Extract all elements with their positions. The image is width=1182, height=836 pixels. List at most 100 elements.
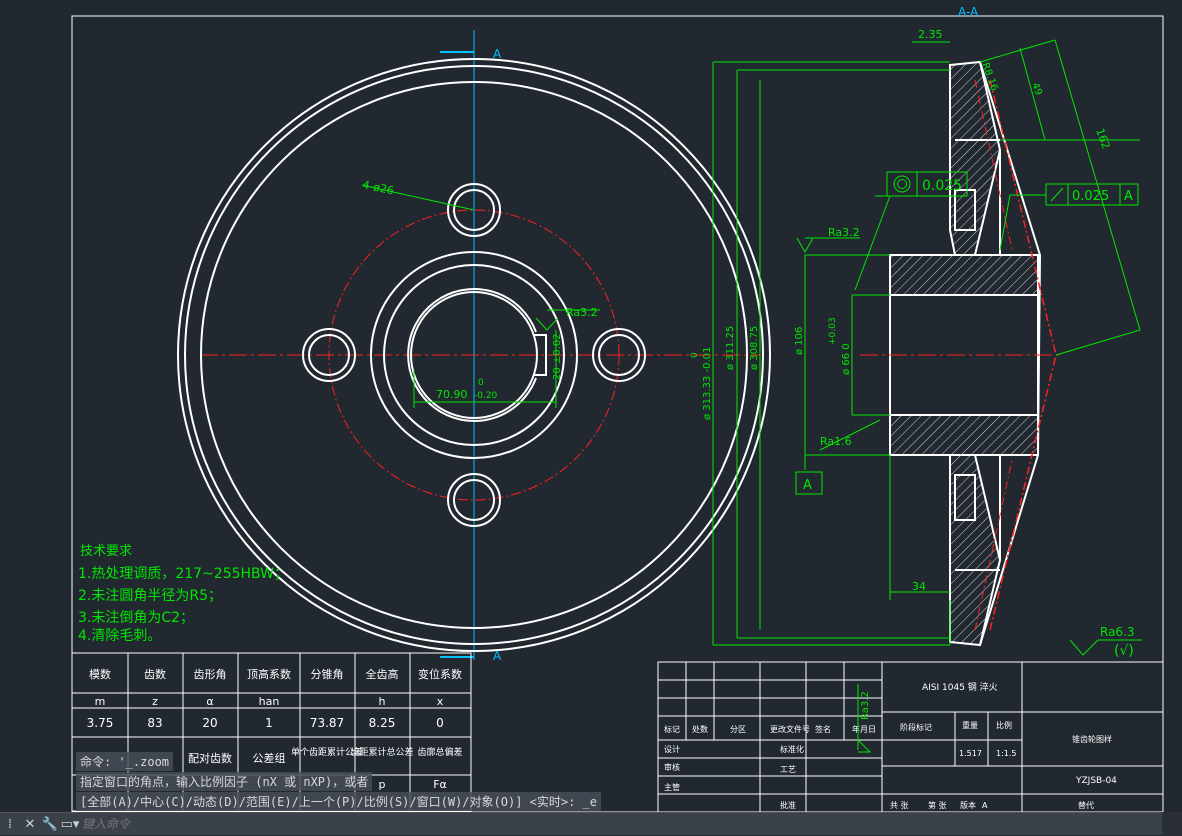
svg-text:模数: 模数 [89, 668, 111, 681]
axis-label-top: A [493, 47, 502, 61]
title-block [657, 661, 1164, 813]
grip-icon[interactable]: ⁞ [7, 816, 13, 832]
dim-d2: ø 311.25 [725, 326, 736, 370]
tech-item-4: 4.清除毛刺。 [78, 628, 161, 644]
svg-text:设计: 设计 [664, 744, 680, 754]
material: AISI 1045 钢 淬火 [922, 681, 998, 693]
svg-text:审核: 审核 [664, 762, 680, 772]
roughness-2: Ra3.2 [828, 226, 860, 239]
svg-text:p: p [379, 778, 386, 791]
section-label: A-A [958, 5, 979, 19]
command-history-2: 指定窗口的角点，输入比例因子 (nX 或 nXP)，或者 [76, 772, 373, 791]
command-bar: ⁞ ✕ 🔧 ▭▾ [0, 812, 1162, 835]
status-strip [1162, 812, 1182, 836]
tech-item-1: 1.热处理调质，217~255HBW； [78, 566, 288, 582]
svg-text:顶高系数: 顶高系数 [247, 667, 291, 681]
svg-text:变位系数: 变位系数 [418, 667, 462, 681]
dim-34: 34 [912, 580, 926, 593]
roughness-1: Ra3.2 [566, 306, 598, 319]
dim-key-tol0: 0 [478, 378, 484, 388]
drawing-number: YZJSB-04 [1075, 776, 1117, 786]
svg-text:全齿高: 全齿高 [366, 667, 399, 681]
part-name: 锥齿轮图样 [1072, 734, 1112, 744]
svg-text:h: h [379, 695, 386, 708]
datum-label: A [803, 478, 812, 493]
svg-text:齿距累计总公差: 齿距累计总公差 [350, 746, 413, 758]
svg-text:单个齿距累计公差: 单个齿距累计公差 [291, 746, 363, 758]
svg-text:工艺: 工艺 [780, 765, 796, 774]
title-roughness: Ra3.2 [857, 684, 872, 753]
svg-text:阶段标记: 阶段标记 [900, 722, 932, 732]
svg-text:Fα: Fα [433, 778, 447, 791]
tol1-value: 0.025 [922, 178, 962, 194]
roughness-check-icon: (√) [1114, 643, 1134, 659]
svg-text:年月日: 年月日 [852, 724, 876, 734]
svg-text:第 张: 第 张 [928, 800, 947, 810]
svg-text:8.25: 8.25 [369, 716, 396, 730]
command-prompt-icon[interactable]: ▭▾ [60, 816, 80, 832]
svg-text:分锥角: 分锥角 [311, 668, 344, 681]
tech-item-2: 2.未注圆角半径为R5； [78, 588, 222, 604]
wrench-icon[interactable]: 🔧 [41, 816, 59, 832]
dim-d1: ø 313.33 -0.01 [702, 347, 713, 420]
svg-text:1:1.5: 1:1.5 [996, 749, 1017, 758]
axis-label-bottom: A [493, 649, 502, 663]
dim-key-depth: 70.90 [436, 388, 468, 401]
title-block-text: AISI 1045 钢 淬火 标记 处数 分区 更改文件号 签名 年月日 设计 … [664, 681, 1117, 810]
svg-text:1.517: 1.517 [959, 749, 982, 758]
svg-text:han: han [259, 695, 280, 708]
svg-text:z: z [152, 695, 158, 708]
tech-title: 技术要求 [80, 544, 132, 559]
svg-text:x: x [437, 695, 444, 708]
dim-key-tol: -0.20 [474, 391, 498, 401]
section-view [860, 60, 1060, 647]
svg-text:83: 83 [147, 716, 162, 730]
svg-text:0: 0 [436, 716, 444, 730]
command-history-3: [全部(A)/中心(C)/动态(D)/范围(E)/上一个(P)/比例(S)/窗口… [76, 792, 601, 811]
svg-text:分区: 分区 [730, 725, 746, 734]
svg-text:73.87: 73.87 [310, 716, 344, 730]
svg-text:共 张: 共 张 [890, 801, 909, 810]
svg-text:Ra3.2: Ra3.2 [860, 691, 871, 720]
tolerance-frame-1: 0.025 [886, 171, 968, 197]
front-dims [361, 184, 600, 408]
svg-text:标记: 标记 [664, 724, 680, 734]
tech-item-3: 3.未注倒角为C2； [78, 610, 194, 626]
command-history-1: 命令: '_.zoom [76, 752, 174, 771]
dim-holes: 4-ø26 [361, 178, 395, 197]
section-dims [712, 39, 1142, 656]
svg-text:替代: 替代 [1078, 800, 1094, 810]
svg-text:齿形角: 齿形角 [194, 668, 227, 681]
svg-text:3.75: 3.75 [87, 716, 114, 730]
svg-text:配对齿数: 配对齿数 [188, 751, 232, 765]
svg-text:m: m [95, 695, 106, 708]
svg-text:更改文件号: 更改文件号 [770, 724, 810, 734]
svg-text:1: 1 [265, 716, 273, 730]
svg-text:A: A [982, 801, 988, 810]
svg-text:签名: 签名 [815, 724, 831, 734]
command-input[interactable] [80, 816, 684, 832]
svg-text:齿廓总偏差: 齿廓总偏差 [417, 746, 462, 758]
dim-key-width: 20 ±0.02 [552, 333, 563, 380]
roughness-4: Ra6.3 [1100, 625, 1135, 639]
tol2-ref: A [1124, 189, 1133, 204]
dim-235: 2.35 [918, 28, 943, 41]
dim-d66: ø 66 0 [841, 343, 852, 375]
tol2-value: 0.025 [1072, 189, 1109, 204]
svg-text:处数: 处数 [692, 724, 708, 734]
svg-text:标准化: 标准化 [780, 744, 804, 754]
svg-text:主管: 主管 [664, 782, 680, 792]
dim-d1-zero: 0 [690, 352, 700, 358]
svg-text:版本: 版本 [960, 800, 976, 810]
dim-bore: ø 106 [794, 327, 805, 355]
svg-text:公差组: 公差组 [253, 751, 286, 765]
gear-table-text: 模数 齿数 齿形角 顶高系数 分锥角 全齿高 变位系数 m z α han h … [87, 667, 463, 791]
svg-text:齿数: 齿数 [144, 668, 166, 681]
tolerance-frame-2: 0.025 A [1045, 183, 1139, 206]
close-icon[interactable]: ✕ [24, 816, 36, 832]
roughness-3: Ra1.6 [820, 435, 852, 448]
svg-text:比例: 比例 [996, 720, 1012, 730]
dim-162: 162 [1093, 127, 1112, 151]
svg-text:批准: 批准 [780, 800, 796, 810]
